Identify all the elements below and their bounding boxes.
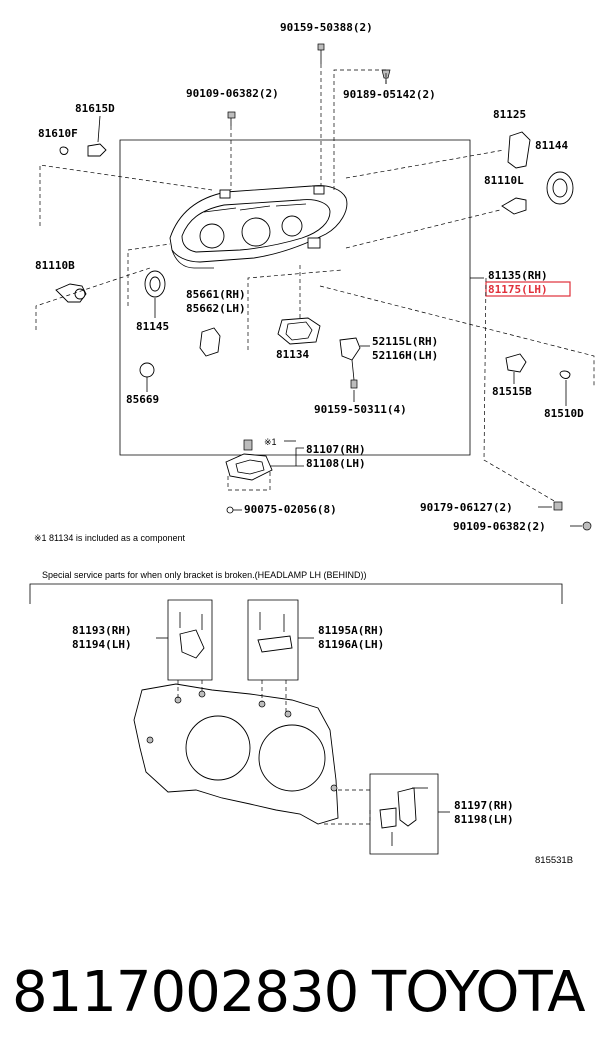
label-81610F: 81610F xyxy=(38,127,78,140)
actuator-52115L: 52115L(RH) 52116H(LH) 90159-50311(4) xyxy=(247,269,438,416)
bulb-81110B: 81110B xyxy=(35,259,151,330)
bracket-plate xyxy=(133,683,339,825)
label-81198: 81198(LH) xyxy=(454,813,514,826)
label-81615D: 81615D xyxy=(75,102,115,115)
component-note: ※1 81134 is included as a component xyxy=(34,533,185,543)
clip-05142: 90189-05142(2) xyxy=(333,69,436,190)
label-81107: 81107(RH) xyxy=(306,443,366,456)
label-81197: 81197(RH) xyxy=(454,799,514,812)
label-90159-50311: 90159-50311(4) xyxy=(314,403,407,416)
bulb-81510D: 81510D xyxy=(319,285,595,420)
bracket-81197: 81197(RH) 81198(LH) xyxy=(324,773,514,855)
screw-90075: 90075-02056(8) xyxy=(226,503,337,516)
socket-85661: 85661(RH) 85662(LH) xyxy=(186,288,246,357)
label-52116H: 52116H(LH) xyxy=(372,349,438,362)
gasket-85669: 85669 xyxy=(126,362,159,406)
label-85661: 85661(RH) xyxy=(186,288,246,301)
label-81194: 81194(LH) xyxy=(72,638,132,651)
parts-diagram: 90159-50388(2) 90109-06382(2) 90189-0514… xyxy=(29,21,595,866)
label-81125: 81125 xyxy=(493,108,526,121)
diagram-ref-code: 815531B xyxy=(535,855,573,866)
bulb-81110L: 81110L xyxy=(345,174,527,249)
label-81193: 81193(RH) xyxy=(72,624,132,637)
label-81135: 81135(RH) xyxy=(488,269,548,282)
screw-06382-bot: 90109-06382(2) xyxy=(453,520,592,533)
label-85669: 85669 xyxy=(126,393,159,406)
footer-part-number: 8117002830 xyxy=(12,960,359,1025)
bracket-81107: ※1 81107(RH) 81108(LH) xyxy=(225,437,366,491)
socket-81144: 81144 xyxy=(535,139,574,205)
label-81510D: 81510D xyxy=(544,407,584,420)
top-screw-50388: 90159-50388(2) xyxy=(280,21,373,186)
service-note: Special service parts for when only brac… xyxy=(42,570,366,580)
label-90179-06127: 90179-06127(2) xyxy=(420,501,513,514)
label-81144: 81144 xyxy=(535,139,568,152)
screw-90179: 90179-06127(2) xyxy=(420,277,563,514)
footer-brand: TOYOTA xyxy=(372,960,586,1025)
label-90189-05142: 90189-05142(2) xyxy=(343,88,436,101)
bulb-81125: 81125 xyxy=(345,108,531,179)
label-90159-50388: 90159-50388(2) xyxy=(280,21,373,34)
socket-81515B: 81515B xyxy=(492,353,532,398)
gasket-81134: 81134 xyxy=(276,262,321,361)
label-81108: 81108(LH) xyxy=(306,457,366,470)
label-81134: 81134 xyxy=(276,348,309,361)
label-81175: 81175(LH) xyxy=(488,283,548,296)
bracket-81193: 81193(RH) 81194(LH) xyxy=(72,599,213,698)
socket-81145: 81145 xyxy=(127,243,171,333)
mark-1: ※1 xyxy=(264,437,277,447)
label-81145: 81145 xyxy=(136,320,169,333)
label-90109-06382-bot: 90109-06382(2) xyxy=(453,520,546,533)
label-81195A: 81195A(RH) xyxy=(318,624,384,637)
service-section: Special service parts for when only brac… xyxy=(29,570,563,604)
footer-bar: 8117002830 TOYOTA xyxy=(0,948,600,1038)
label-81110L: 81110L xyxy=(484,174,524,187)
label-85662: 85662(LH) xyxy=(186,302,246,315)
label-81515B: 81515B xyxy=(492,385,532,398)
label-90109-06382-top: 90109-06382(2) xyxy=(186,87,279,100)
label-group-81135: 81135(RH) 81175(LH) xyxy=(485,269,571,297)
label-52115L: 52115L(RH) xyxy=(372,335,438,348)
screw-06382-top: 90109-06382(2) xyxy=(186,87,279,190)
label-81110B: 81110B xyxy=(35,259,75,272)
bracket-81195A: 81195A(RH) 81196A(LH) xyxy=(247,599,384,712)
label-90075-02056: 90075-02056(8) xyxy=(244,503,337,516)
assembly-frame xyxy=(119,139,484,456)
bulb-81615D: 81615D xyxy=(75,102,115,157)
bulb-81610F: 81610F xyxy=(38,127,213,226)
label-81196A: 81196A(LH) xyxy=(318,638,384,651)
headlamp-unit xyxy=(169,185,348,269)
